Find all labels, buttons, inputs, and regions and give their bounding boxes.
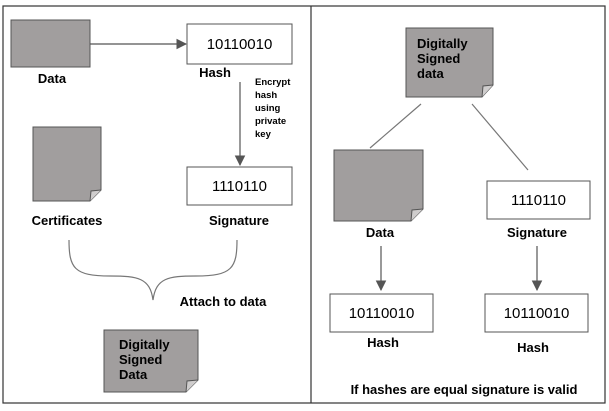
attach-label: Attach to data bbox=[180, 294, 267, 309]
encrypt-note-line: key bbox=[255, 129, 272, 140]
certificates-document-fold bbox=[89, 189, 102, 202]
right-signed-document-fold bbox=[481, 84, 494, 98]
split-line-left bbox=[369, 103, 422, 149]
certificates-label: Certificates bbox=[32, 213, 103, 228]
left-signature-label: Signature bbox=[209, 213, 269, 228]
left-signature-box bbox=[186, 166, 293, 206]
right-data-document bbox=[333, 149, 424, 222]
encrypt-note-line: Encrypt bbox=[255, 77, 291, 88]
certificates-document bbox=[32, 126, 102, 202]
right-signature-label: Signature bbox=[507, 225, 567, 240]
conclusion-text: If hashes are equal signature is valid bbox=[351, 382, 578, 397]
right-data-label: Data bbox=[366, 225, 395, 240]
right-hash2-box bbox=[484, 293, 589, 333]
right-hash1-label: Hash bbox=[367, 335, 399, 350]
right-hash2-value: 10110010 bbox=[504, 305, 570, 322]
left-signed-document-fold bbox=[185, 379, 199, 393]
left-signed-line: Digitally bbox=[119, 337, 170, 352]
right-hash1-box bbox=[329, 293, 434, 333]
right-signed-line: data bbox=[417, 66, 445, 81]
split-line-right bbox=[471, 103, 529, 171]
left-signature-value: 1110110 bbox=[212, 178, 267, 195]
encrypt-note-line: hash bbox=[255, 90, 277, 101]
left-signed-line: Signed bbox=[119, 352, 162, 367]
right-data-document-fold bbox=[410, 208, 424, 222]
left-data-label: Data bbox=[38, 71, 67, 86]
left-hash-label: Hash bbox=[199, 65, 231, 80]
right-hash1-value: 10110010 bbox=[349, 305, 415, 322]
right-signature-box bbox=[486, 180, 591, 220]
outer-frame bbox=[2, 5, 606, 404]
left-hash-value: 10110010 bbox=[207, 36, 273, 53]
right-hash2-label: Hash bbox=[517, 340, 549, 355]
encrypt-note: Encrypt hash using private key bbox=[255, 77, 291, 140]
encrypt-note-line: using bbox=[255, 103, 281, 114]
left-data-document bbox=[10, 19, 91, 68]
left-hash-box bbox=[186, 23, 293, 65]
attach-brace bbox=[68, 239, 238, 301]
encrypt-note-line: private bbox=[255, 116, 286, 127]
right-signed-line: Signed bbox=[417, 51, 460, 66]
right-signature-value: 1110110 bbox=[511, 192, 566, 209]
left-signed-line: Data bbox=[119, 367, 148, 382]
right-signed-line: Digitally bbox=[417, 36, 468, 51]
